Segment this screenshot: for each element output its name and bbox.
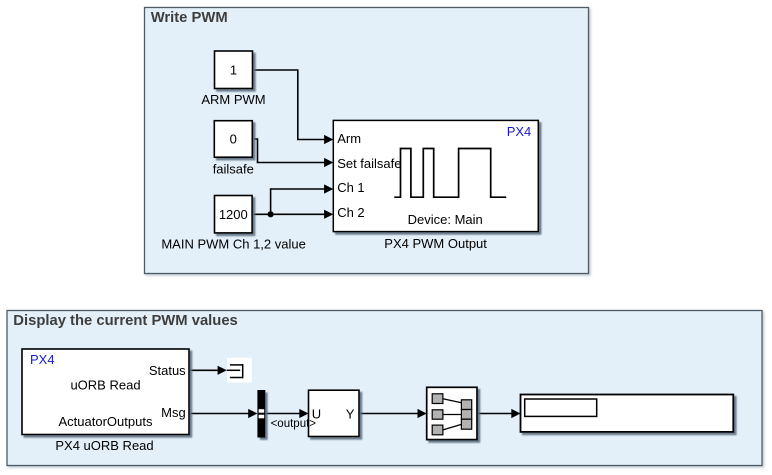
svg-text:Device: Main: Device: Main	[408, 212, 483, 227]
svg-text:Write PWM: Write PWM	[151, 10, 228, 26]
svg-text:0: 0	[230, 132, 237, 147]
svg-text:uORB Read: uORB Read	[70, 377, 140, 392]
svg-text:U: U	[312, 406, 321, 421]
svg-text:PX4: PX4	[507, 124, 532, 139]
svg-text:PX4: PX4	[30, 352, 55, 367]
svg-text:PX4 uORB Read: PX4 uORB Read	[55, 438, 153, 453]
svg-text:ActuatorOutputs: ActuatorOutputs	[59, 414, 153, 429]
svg-text:Arm: Arm	[337, 131, 361, 146]
svg-text:MAIN PWM Ch 1,2 value: MAIN PWM Ch 1,2 value	[161, 237, 306, 252]
svg-text:ARM PWM: ARM PWM	[201, 92, 265, 107]
svg-text:Status: Status	[149, 363, 186, 378]
svg-text:1: 1	[230, 62, 237, 77]
svg-text:1200: 1200	[219, 207, 248, 222]
svg-text:failsafe: failsafe	[213, 162, 254, 177]
svg-text:Set failsafe: Set failsafe	[337, 156, 401, 171]
svg-text:<output>: <output>	[271, 418, 317, 430]
svg-text:Display the current PWM values: Display the current PWM values	[13, 313, 237, 329]
svg-text:Y: Y	[346, 406, 355, 421]
svg-text:Ch 2: Ch 2	[337, 205, 364, 220]
svg-text:Ch 1: Ch 1	[337, 180, 364, 195]
svg-text:PX4 PWM Output: PX4 PWM Output	[384, 236, 487, 251]
svg-text:Msg: Msg	[161, 405, 186, 420]
